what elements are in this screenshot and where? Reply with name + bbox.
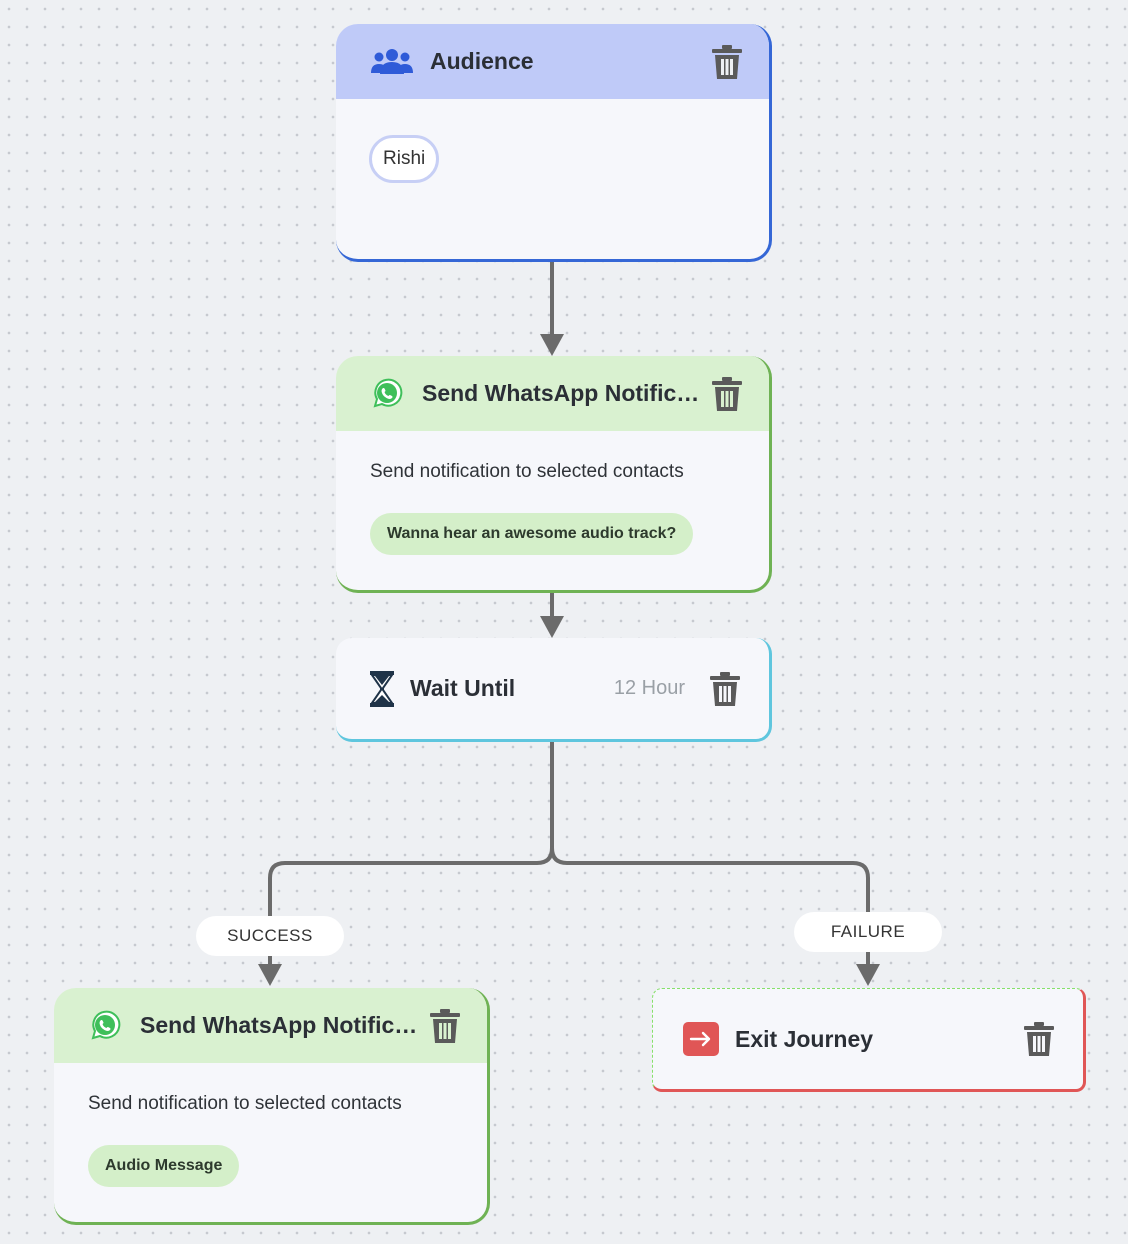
whatsapp-node-1-title: Send WhatsApp Notification — [422, 380, 704, 406]
arrow-head-audience — [540, 334, 564, 356]
audience-tag-chip[interactable]: Rishi — [369, 135, 440, 183]
hourglass-icon — [370, 670, 394, 707]
whatsapp-node-1-description: Send notification to selected contacts — [370, 461, 684, 482]
users-icon — [370, 47, 414, 77]
wait-until-node[interactable]: Wait Until 12 Hour — [336, 638, 772, 742]
arrow-head-failure — [856, 964, 880, 986]
whatsapp-icon — [88, 1009, 122, 1043]
whatsapp-node-1-message-chip[interactable]: Wanna hear an awesome audio track? — [370, 513, 694, 555]
exit-journey-title: Exit Journey — [735, 1025, 874, 1052]
whatsapp-node-2-title: Send WhatsApp Notification — [140, 1012, 422, 1038]
success-branch-label: SUCCESS — [196, 916, 344, 956]
delete-exit-trash-icon[interactable] — [1023, 1021, 1055, 1057]
delete-whatsapp-2-trash-icon[interactable] — [429, 1008, 461, 1044]
delete-wait-trash-icon[interactable] — [709, 671, 741, 707]
audience-node-header: Audience — [336, 24, 769, 99]
whatsapp-node-2-header: Send WhatsApp Notification — [54, 988, 487, 1063]
arrow-head-wait — [540, 616, 564, 638]
whatsapp-notification-node-1[interactable]: Send WhatsApp Notification Send notifica… — [336, 356, 772, 593]
exit-arrow-icon — [683, 1022, 719, 1056]
wait-until-title: Wait Until — [410, 675, 516, 701]
exit-journey-node[interactable]: Exit Journey — [652, 988, 1086, 1092]
arrow-head-success — [258, 964, 282, 986]
delete-whatsapp-1-trash-icon[interactable] — [711, 376, 743, 412]
whatsapp-node-2-description: Send notification to selected contacts — [88, 1093, 402, 1114]
delete-audience-trash-icon[interactable] — [711, 44, 743, 80]
whatsapp-node-1-header: Send WhatsApp Notification — [336, 356, 769, 431]
whatsapp-node-2-message-chip[interactable]: Audio Message — [88, 1145, 240, 1187]
failure-branch-label: FAILURE — [794, 912, 942, 952]
whatsapp-notification-node-2[interactable]: Send WhatsApp Notification Send notifica… — [54, 988, 490, 1225]
wait-duration: 12 Hour — [613, 677, 685, 699]
audience-title: Audience — [430, 48, 534, 74]
whatsapp-icon — [370, 377, 404, 411]
audience-node[interactable]: Audience Rishi — [336, 24, 772, 262]
